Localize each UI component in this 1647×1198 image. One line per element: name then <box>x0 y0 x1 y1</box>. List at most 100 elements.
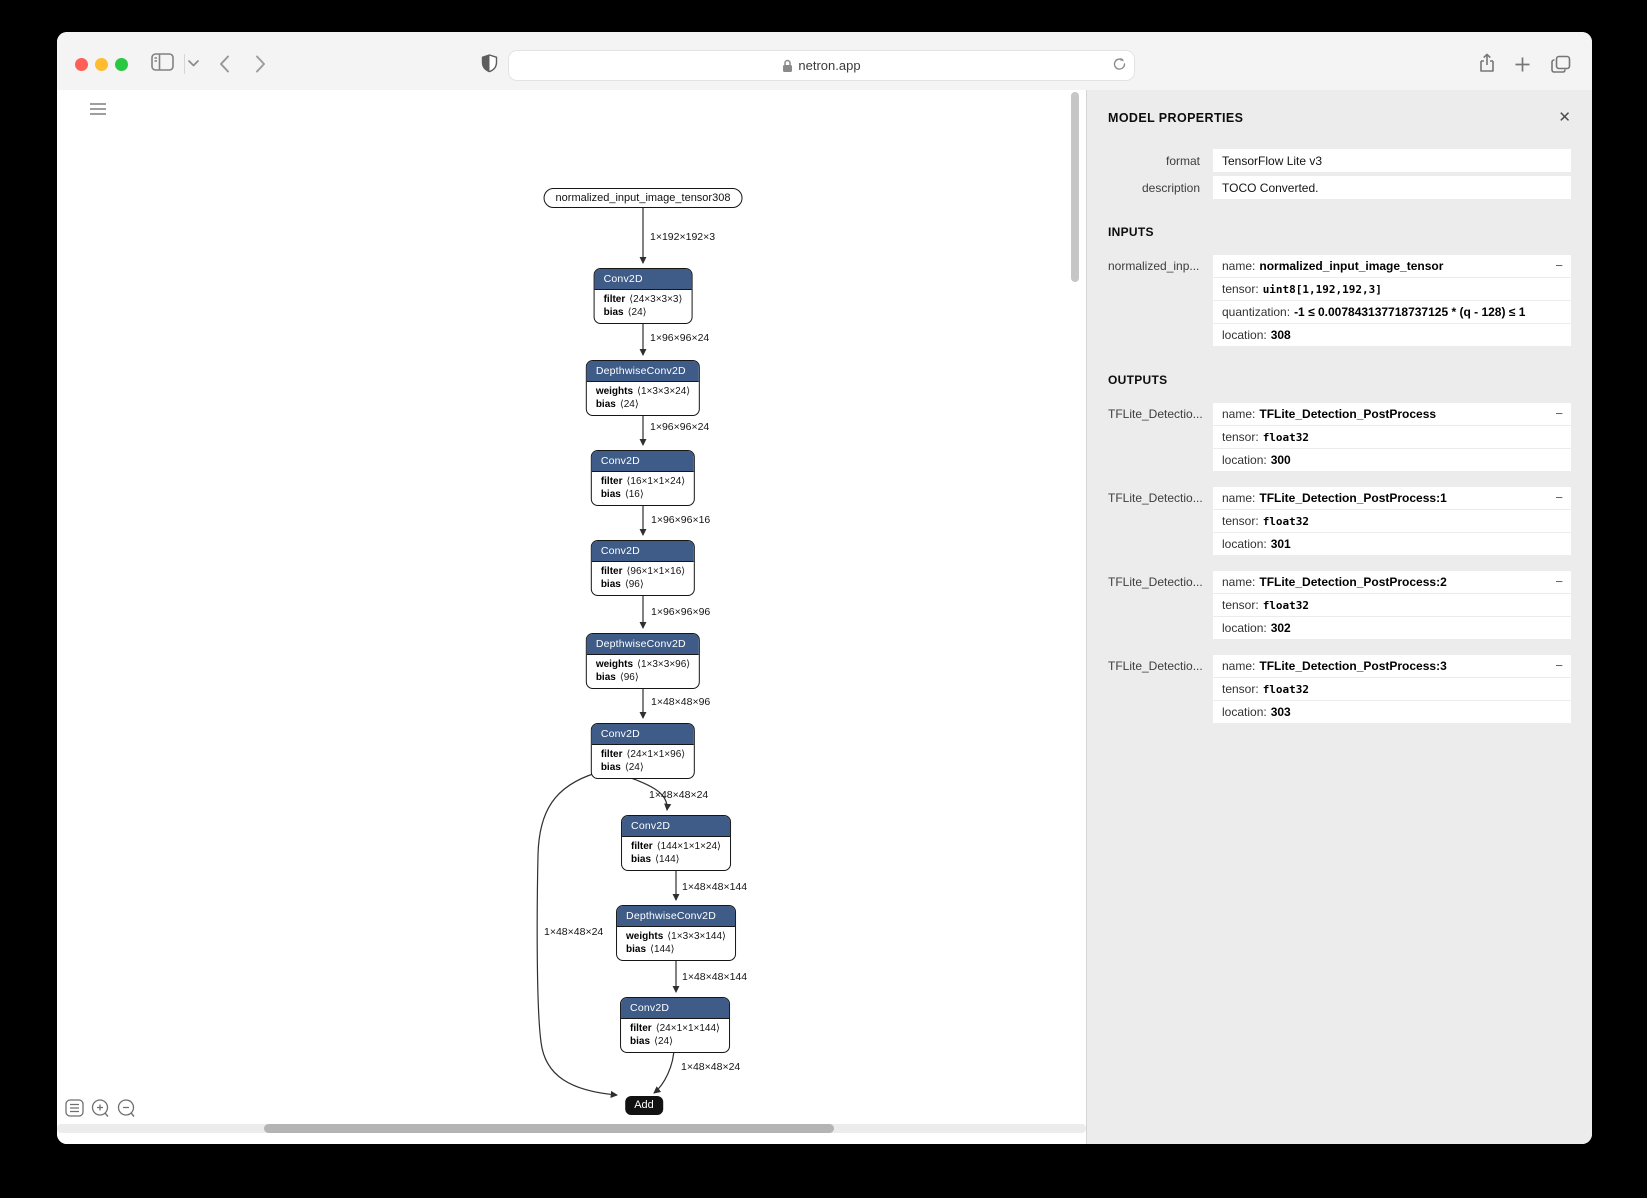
field-label: format <box>1165 153 1200 168</box>
tab-overview-button[interactable] <box>1551 55 1571 74</box>
horizontal-scrollbar-thumb[interactable] <box>264 1124 834 1133</box>
graph-node-conv2d-1[interactable]: Conv2D filter⟨24×3×3×3⟩ bias⟨24⟩ <box>593 268 693 324</box>
collapse-button[interactable]: − <box>1553 572 1565 591</box>
panel-title: MODEL PROPERTIES <box>1108 110 1244 125</box>
zoom-out-button[interactable] <box>117 1099 136 1118</box>
forward-button[interactable] <box>255 55 266 73</box>
browser-toolbar: netron.app <box>57 32 1592 91</box>
graph-node-depthwiseconv2d-2[interactable]: DepthwiseConv2D weights⟨1×3×3×96⟩ bias⟨9… <box>585 633 701 689</box>
add-node-label: Add <box>634 1099 654 1111</box>
toolbar-divider <box>184 54 185 74</box>
node-type: DepthwiseConv2D <box>617 906 735 927</box>
node-type: Conv2D <box>591 724 695 745</box>
edge-label: 1×96×96×96 <box>651 606 711 618</box>
output-group: TFLite_Detectio... name:TFLite_Detection… <box>1108 571 1571 640</box>
privacy-report-button[interactable] <box>481 54 498 73</box>
url-text: netron.app <box>798 58 861 73</box>
output-location-row: location:302 <box>1213 617 1571 639</box>
graph-node-conv2d-3[interactable]: Conv2D filter⟨96×1×1×16⟩ bias⟨96⟩ <box>590 540 696 596</box>
node-type: DepthwiseConv2D <box>586 361 700 382</box>
forward-icon <box>255 55 266 73</box>
output-location-row: location:301 <box>1213 533 1571 555</box>
graph-node-add[interactable]: Add <box>625 1096 663 1115</box>
browser-content: normalized_input_image_tensor308 Conv2D … <box>57 90 1592 1144</box>
zoom-in-button[interactable] <box>91 1099 110 1118</box>
collapse-button[interactable]: − <box>1553 404 1565 423</box>
collapse-button[interactable]: − <box>1553 488 1565 507</box>
graph-node-conv2d-4[interactable]: Conv2D filter⟨24×1×1×96⟩ bias⟨24⟩ <box>590 723 696 779</box>
input-node-label: normalized_input_image_tensor308 <box>555 192 731 204</box>
edge-label: 1×48×48×144 <box>682 971 748 983</box>
edge-label: 1×192×192×3 <box>650 231 716 243</box>
edge-label: 1×48×48×144 <box>682 881 748 893</box>
plus-icon <box>1514 56 1531 73</box>
edge-label: 1×96×96×16 <box>651 514 711 526</box>
format-value: TensorFlow Lite v3 <box>1213 149 1571 172</box>
chevron-down-icon <box>188 60 199 67</box>
hamburger-menu-icon <box>89 102 107 116</box>
description-field: description TOCO Converted. <box>1108 176 1571 199</box>
zoom-out-icon <box>117 1099 136 1118</box>
output-name-row: name:TFLite_Detection_PostProcess:3 − <box>1213 655 1571 677</box>
output-location-row: location:300 <box>1213 449 1571 471</box>
input-name-row: name:normalized_input_image_tensor − <box>1213 255 1571 277</box>
model-graph-canvas: normalized_input_image_tensor308 Conv2D … <box>57 90 1086 1144</box>
node-type: Conv2D <box>591 541 695 562</box>
shield-icon <box>481 54 498 73</box>
output-group: TFLite_Detectio... name:TFLite_Detection… <box>1108 655 1571 724</box>
edge-label: 1×48×48×96 <box>651 696 711 708</box>
share-button[interactable] <box>1478 53 1496 74</box>
graph-node-conv2d-6[interactable]: Conv2D filter⟨24×1×1×144⟩ bias⟨24⟩ <box>620 997 730 1053</box>
close-icon: ✕ <box>1558 109 1571 126</box>
output-name-row: name:TFLite_Detection_PostProcess:1 − <box>1213 487 1571 509</box>
edge-label: 1×48×48×24 <box>544 926 604 938</box>
back-button[interactable] <box>219 55 230 73</box>
minus-icon: − <box>1555 258 1563 273</box>
graph-node-conv2d-2[interactable]: Conv2D filter⟨16×1×1×24⟩ bias⟨16⟩ <box>590 450 696 506</box>
output-name-row: name:TFLite_Detection_PostProcess − <box>1213 403 1571 425</box>
graph-menu-button[interactable] <box>85 98 111 120</box>
collapse-button[interactable]: − <box>1553 256 1565 275</box>
output-name-row: name:TFLite_Detection_PostProcess:2 − <box>1213 571 1571 593</box>
window-minimize-button[interactable] <box>95 57 108 71</box>
tab-overview-icon <box>1551 55 1571 74</box>
window-close-button[interactable] <box>75 57 88 71</box>
share-icon <box>1478 53 1496 74</box>
output-arg-name: TFLite_Detectio... <box>1108 491 1203 505</box>
output-arg-name: TFLite_Detectio... <box>1108 659 1203 673</box>
inputs-section-header: INPUTS <box>1108 225 1154 239</box>
tab-group-dropdown-button[interactable] <box>188 60 199 67</box>
window-zoom-button[interactable] <box>115 57 128 71</box>
graph-node-depthwiseconv2d-1[interactable]: DepthwiseConv2D weights⟨1×3×3×24⟩ bias⟨2… <box>585 360 701 416</box>
minus-icon: − <box>1555 658 1563 673</box>
graph-input-node[interactable]: normalized_input_image_tensor308 <box>543 188 743 208</box>
panel-close-button[interactable]: ✕ <box>1558 110 1571 125</box>
node-type: Conv2D <box>594 269 692 290</box>
minus-icon: − <box>1555 574 1563 589</box>
refresh-button[interactable] <box>1112 56 1127 72</box>
output-tensor-row: tensor:float32 <box>1213 510 1571 532</box>
input-group: normalized_inp... name:normalized_input_… <box>1108 255 1571 347</box>
graph-legend-button[interactable] <box>65 1099 84 1117</box>
node-type: Conv2D <box>622 816 730 837</box>
output-tensor-row: tensor:float32 <box>1213 426 1571 448</box>
node-type: Conv2D <box>591 451 695 472</box>
edge-label: 1×48×48×24 <box>649 789 709 801</box>
collapse-button[interactable]: − <box>1553 656 1565 675</box>
node-type: Conv2D <box>621 998 729 1019</box>
graph-node-depthwiseconv2d-3[interactable]: DepthwiseConv2D weights⟨1×3×3×144⟩ bias⟨… <box>616 905 736 961</box>
sidebar-toggle-button[interactable] <box>151 53 174 71</box>
browser-window: netron.app <box>57 32 1592 1144</box>
edge-label: 1×48×48×24 <box>681 1061 741 1073</box>
new-tab-button[interactable] <box>1514 56 1531 73</box>
output-arg-name: TFLite_Detectio... <box>1108 575 1203 589</box>
field-label: description <box>1141 180 1200 195</box>
address-bar[interactable]: netron.app <box>508 50 1135 81</box>
model-properties-panel: MODEL PROPERTIES ✕ format TensorFlow Lit… <box>1086 90 1592 1144</box>
graph-node-conv2d-5[interactable]: Conv2D filter⟨144×1×1×24⟩ bias⟨144⟩ <box>621 815 731 871</box>
vertical-scrollbar-thumb[interactable] <box>1071 92 1079 282</box>
input-arg-name: normalized_inp... <box>1108 259 1200 273</box>
output-group: TFLite_Detectio... name:TFLite_Detection… <box>1108 403 1571 472</box>
node-type: DepthwiseConv2D <box>586 634 700 655</box>
